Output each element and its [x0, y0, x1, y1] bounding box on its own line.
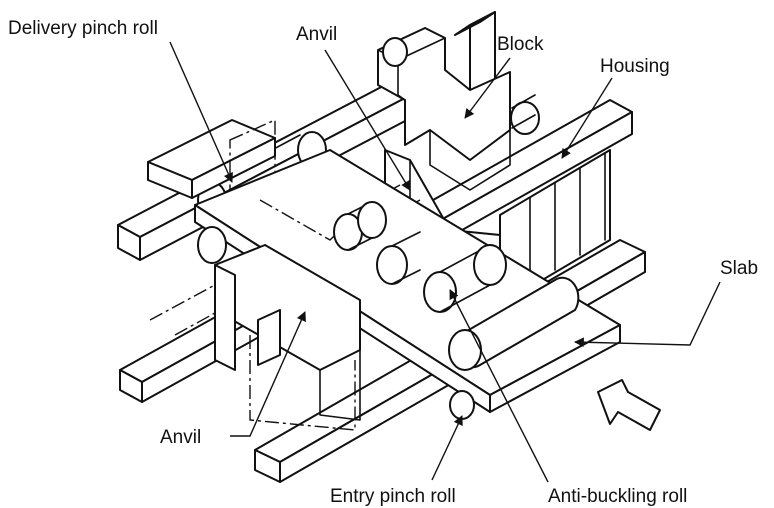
label-anvil-top: Anvil	[296, 24, 337, 45]
leader-anti-buckling-roll	[449, 289, 549, 483]
label-block: Block	[497, 34, 544, 55]
anti-buckling-roll-1	[333, 201, 387, 251]
anti-buckling-roll-3	[423, 244, 507, 313]
leader-delivery-pinch-roll	[169, 41, 233, 183]
label-anvil-bottom: Anvil	[160, 427, 201, 448]
delivery-plate	[147, 118, 276, 222]
leader-slab	[574, 281, 721, 348]
label-delivery-pinch-roll: Delivery pinch roll	[8, 18, 158, 39]
label-housing: Housing	[600, 56, 670, 77]
anti-buckling-roll-front	[448, 276, 580, 371]
anvil-bottom	[214, 244, 361, 421]
label-anti-buckling-roll: Anti-buckling roll	[548, 486, 687, 507]
label-entry-pinch-roll: Entry pinch roll	[330, 486, 456, 507]
leader-entry-pinch-roll	[431, 415, 463, 481]
delivery-pinch-roll-lower	[197, 226, 227, 264]
block	[377, 27, 540, 191]
leader-anvil-bottom	[230, 311, 306, 437]
anti-buckling-roll-2	[376, 231, 421, 285]
leader-anvil-top	[324, 49, 411, 191]
entry-pinch-roll	[449, 390, 475, 420]
leader-block	[464, 57, 511, 119]
label-slab: Slab	[720, 258, 758, 279]
leader-housing	[561, 77, 613, 159]
hollow-arrow-icon	[597, 379, 661, 431]
